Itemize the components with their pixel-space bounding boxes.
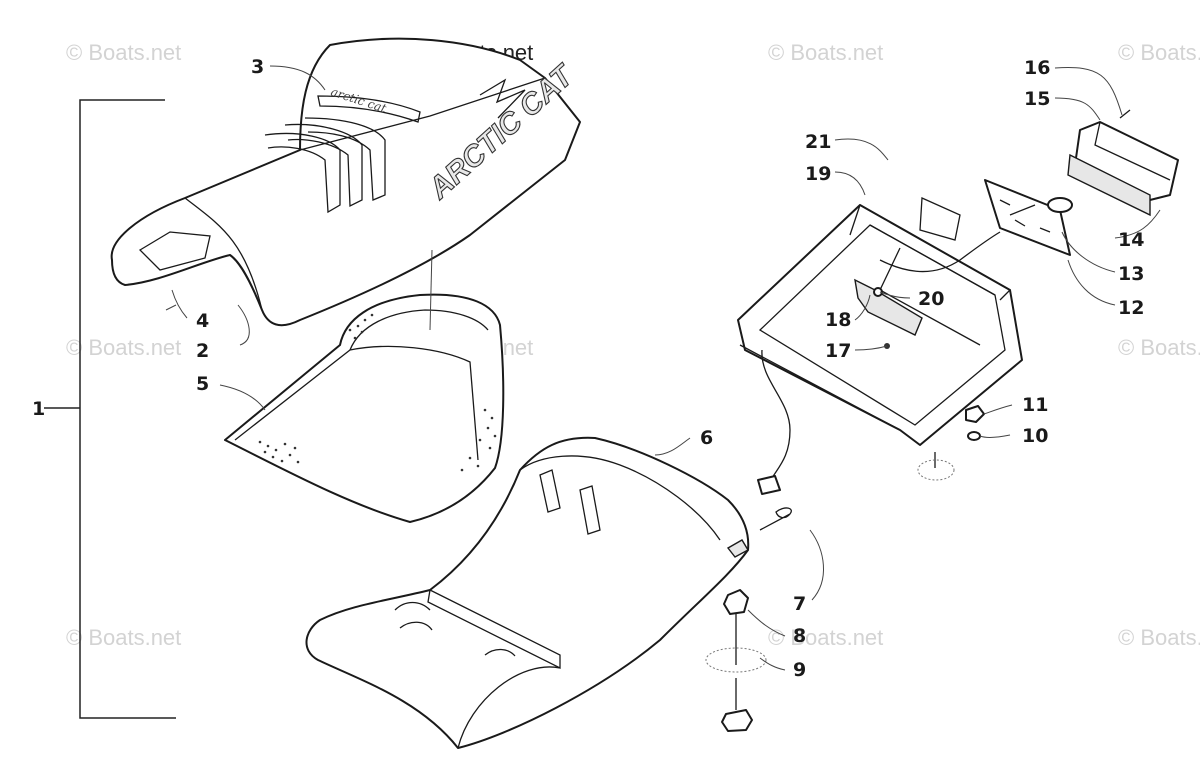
watermark: © Boats.net (768, 40, 883, 65)
washer-10 (967, 431, 981, 441)
callout-11: 11 (1022, 394, 1048, 416)
bolt-11 (965, 405, 985, 423)
seat-cover-part: ARCTIC CAT arctic cat (110, 37, 582, 327)
callout-labels: 1 2 3 4 5 6 7 8 9 10 11 12 13 14 15 16 1… (32, 56, 1144, 681)
callout-4: 4 (196, 310, 209, 332)
callout-17: 17 (825, 340, 851, 362)
fastener-parts (705, 589, 767, 732)
callout-5: 5 (196, 373, 209, 395)
foam-texture-dots (258, 313, 497, 472)
seat-foam-part (224, 293, 505, 523)
callout-21: 21 (805, 131, 831, 153)
callout-12: 12 (1118, 297, 1144, 319)
callout-10: 10 (1022, 425, 1048, 447)
screw-20 (873, 287, 883, 297)
wiring-harness (761, 349, 791, 483)
watermark: © Boats.net (66, 335, 181, 360)
watermark: © Boats.net (66, 625, 181, 650)
callout-8: 8 (793, 625, 806, 647)
assembly-bracket (44, 99, 176, 719)
watermark: © Boats.net (768, 625, 883, 650)
callout-18: 18 (825, 309, 851, 331)
watermark: © Boats.net (1118, 625, 1200, 650)
callout-7: 7 (793, 593, 806, 615)
callout-3: 3 (251, 56, 264, 78)
callout-19: 19 (805, 163, 831, 185)
hole-outline (917, 459, 955, 481)
watermark: © Boats.net (1118, 40, 1200, 65)
callout-16: 16 (1024, 57, 1050, 79)
callout-13: 13 (1118, 263, 1144, 285)
connector-plug (757, 475, 781, 495)
callout-14: 14 (1118, 229, 1144, 251)
taillight-parts (984, 109, 1179, 256)
callout-1: 1 (32, 398, 45, 420)
wire-lead (879, 231, 1001, 273)
watermark: © Boats.net (1118, 335, 1200, 360)
leader-lines (165, 65, 1161, 671)
callout-15: 15 (1024, 88, 1050, 110)
pin-part (759, 507, 792, 531)
callout-6: 6 (700, 427, 713, 449)
watermark: © Boats.net (66, 40, 181, 65)
callout-2: 2 (196, 340, 209, 362)
callout-20: 20 (918, 288, 944, 310)
callout-9: 9 (793, 659, 806, 681)
seat-base-part (305, 436, 750, 749)
